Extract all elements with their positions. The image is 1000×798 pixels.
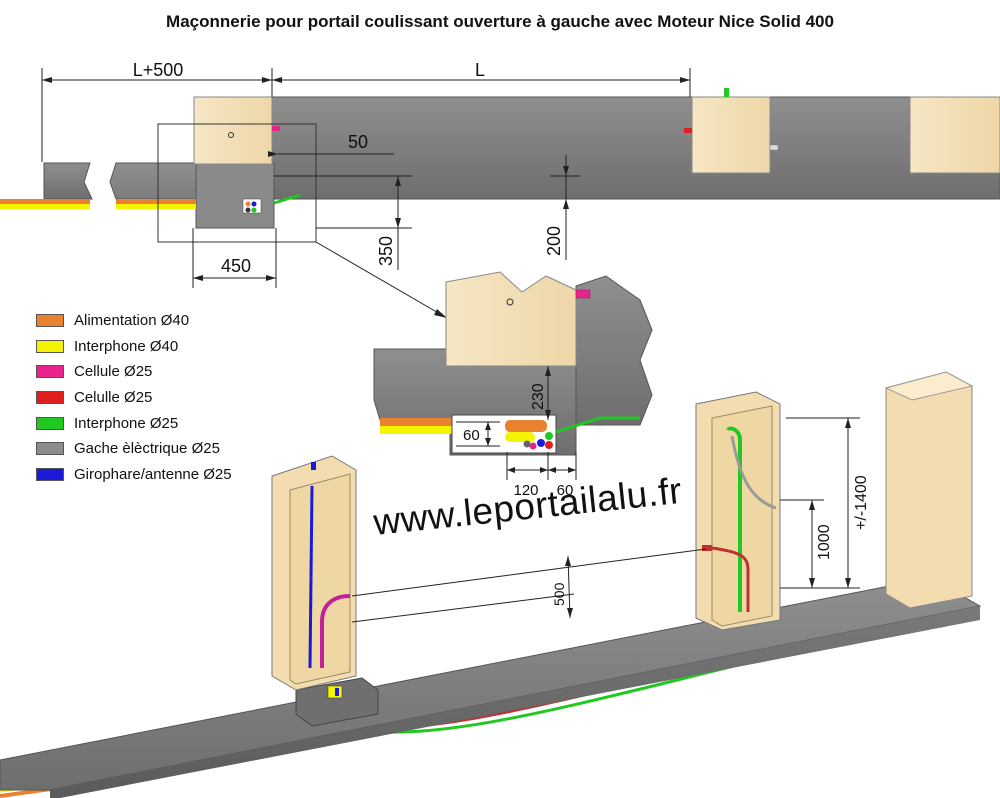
detail-cable-red	[545, 441, 553, 449]
legend-item: Interphone Ø40	[36, 334, 232, 360]
persp-pink-conduit	[320, 594, 351, 668]
persp-slab-front	[50, 606, 980, 798]
top-cable-3	[245, 207, 251, 213]
legend-label: Celulle Ø25	[74, 389, 153, 407]
dim-lines-top	[41, 68, 691, 319]
legend-label: Interphone Ø40	[74, 337, 179, 355]
detail-wall	[575, 275, 653, 426]
top-pipe-yellow	[0, 204, 90, 209]
legend-swatch	[36, 416, 64, 430]
legend-swatch	[36, 339, 64, 353]
legend-item: Celulle Ø25	[36, 385, 232, 411]
persp-slab-top	[0, 577, 982, 791]
zoom-frame	[157, 123, 317, 243]
persp-grey-conduit	[730, 435, 777, 510]
dim-60-horizontal: 60	[557, 482, 574, 499]
detail-orange-pipe	[380, 418, 452, 426]
dim-120: 120	[513, 482, 538, 499]
persp-right-pillar-top	[884, 371, 974, 401]
diagram-title: Maçonnerie pour portail coulissant ouver…	[166, 12, 834, 31]
persp-left-pillar-inner	[289, 473, 351, 685]
top-grey-stub	[769, 144, 779, 151]
legend-swatch	[36, 391, 64, 405]
top-elevation-view: L+500 L 50 350 200 450	[0, 60, 1000, 319]
detail-yellow-pipe	[380, 426, 452, 434]
detail-cellule-stub	[575, 289, 591, 299]
dim-l-plus-500: L+500	[133, 60, 184, 80]
legend-item: Interphone Ø25	[36, 410, 232, 436]
top-red-stub	[684, 128, 692, 133]
legend-swatch	[36, 365, 64, 379]
top-wall-slab	[271, 96, 1000, 200]
persp-motor-base	[295, 677, 379, 727]
persp-blue-conduit	[308, 485, 314, 669]
persp-green-conduit	[726, 426, 742, 612]
dim-50: 50	[348, 132, 368, 152]
legend-item: Girophare/antenne Ø25	[36, 462, 232, 488]
detail-box-yellow	[505, 432, 535, 442]
legend-item: Gache èlèctrique Ø25	[36, 436, 232, 462]
top-pillar-left	[193, 96, 273, 165]
detail-pillar	[445, 271, 577, 367]
top-green-cable	[273, 193, 301, 205]
top-pillar-hole	[228, 132, 234, 138]
legend-item: Cellule Ø25	[36, 359, 232, 385]
legend-swatch	[36, 467, 64, 481]
top-pillar-right	[909, 96, 1000, 174]
persp-red-conduit	[711, 546, 750, 612]
dim-230: 230	[530, 383, 547, 410]
top-cable-2	[251, 201, 257, 207]
dim-1400: +/-1400	[853, 475, 870, 530]
persp-red-stub	[702, 545, 712, 551]
top-motor-base	[195, 162, 275, 229]
dim-arrows-top	[42, 77, 690, 318]
detail-cable-grey	[523, 440, 531, 448]
top-cable-4	[251, 207, 257, 213]
top-cellule-stub	[272, 126, 280, 131]
dim-arrows-detail	[485, 366, 576, 473]
legend-label: Alimentation Ø40	[74, 312, 190, 330]
legend-swatch	[36, 442, 64, 456]
detail-cable-pink	[529, 442, 537, 450]
legend-label: Cellule Ø25	[74, 363, 153, 381]
dim-200: 200	[544, 226, 564, 256]
detail-box-orange	[505, 420, 547, 432]
top-pillar-middle	[691, 96, 771, 174]
persp-right-pillar	[885, 371, 973, 609]
dim-arrows-perspective	[565, 418, 851, 618]
detail-cable-green	[545, 432, 553, 440]
top-pipe-orange	[0, 199, 90, 204]
detail-pillar-hole	[506, 298, 514, 306]
top-cable-1	[245, 201, 251, 207]
top-pipe-orange-2	[116, 199, 196, 204]
dim-350: 350	[376, 236, 396, 266]
top-green-stub	[724, 88, 729, 97]
zoom-detail-view: 230 60 120 60	[373, 271, 653, 499]
legend-label: Girophare/antenne Ø25	[74, 465, 232, 483]
dim-lines-perspective	[351, 417, 860, 623]
persp-left-top-stub	[311, 462, 316, 470]
legend-label: Gache èlèctrique Ø25	[74, 440, 220, 458]
legend-item: Alimentation Ø40	[36, 308, 232, 334]
legend-swatch	[36, 314, 64, 328]
dim-l: L	[475, 60, 485, 80]
dim-500: 500	[551, 582, 567, 606]
legend-label: Interphone Ø25	[74, 414, 179, 432]
detail-cable-blue	[537, 439, 545, 447]
dim-60-vertical: 60	[463, 427, 480, 444]
perspective-view: 500 1000 +/-1400	[0, 371, 982, 798]
detail-green-cable	[555, 416, 640, 434]
dim-450: 450	[221, 256, 251, 276]
top-pipe-yellow-2	[116, 204, 196, 209]
dim-1000: 1000	[816, 524, 833, 560]
top-left-foundation	[43, 162, 93, 200]
persp-base-cables-blue	[335, 688, 339, 696]
